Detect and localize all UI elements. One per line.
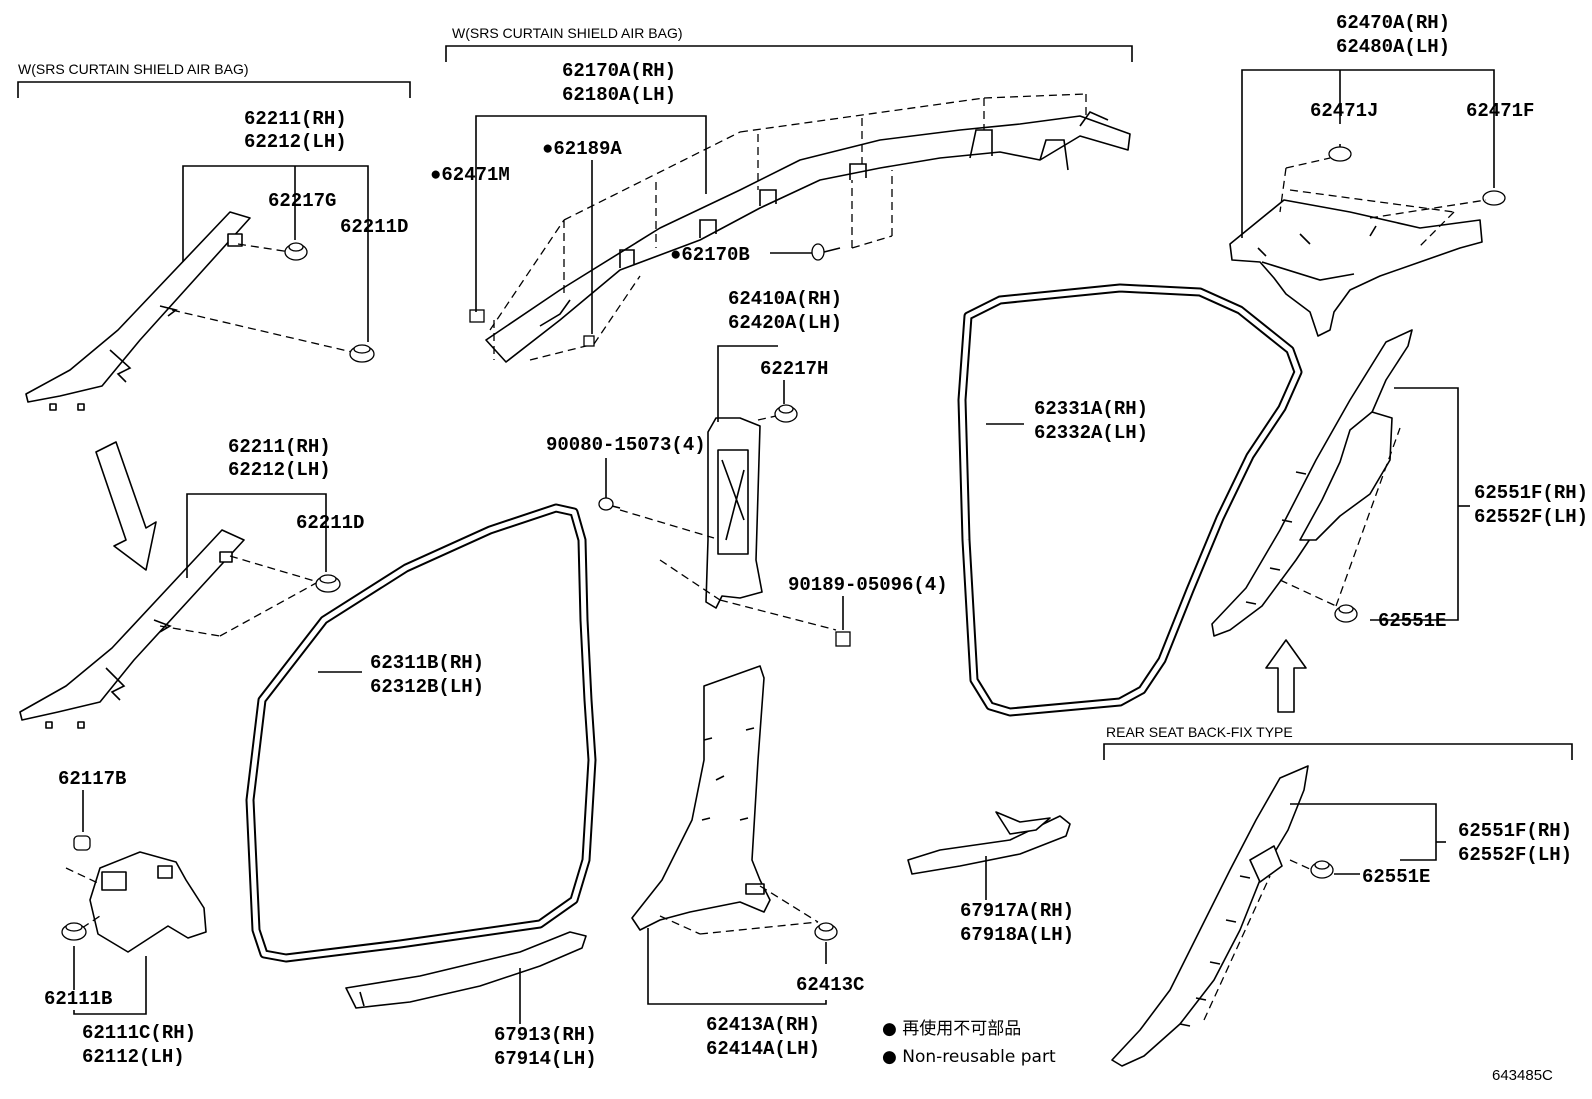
label-62111c-rh: 62111C(RH) bbox=[82, 1022, 196, 1044]
bolt-62170b bbox=[811, 243, 841, 261]
header-center-section: W(SRS CURTAIN SHIELD AIR BAG) bbox=[452, 25, 683, 41]
section-bracket-left: W(SRS CURTAIN SHIELD AIR BAG) bbox=[17, 61, 411, 98]
clip-62471m bbox=[469, 309, 485, 323]
legend: ● 再使用不可部品 ● Non-reusable part bbox=[882, 1018, 1056, 1067]
label-67918a-lh: 67918A(LH) bbox=[960, 924, 1074, 946]
label-62211-rh-b: 62211(RH) bbox=[228, 436, 331, 458]
diagram-code: 643485C bbox=[1492, 1067, 1553, 1084]
label-62552f-lh-b: 62552F(LH) bbox=[1458, 844, 1572, 866]
section-bracket-rear-seat: REAR SEAT BACK-FIX TYPE bbox=[1103, 724, 1573, 760]
clip-62189a bbox=[583, 335, 595, 347]
label-67913-rh: 67913(RH) bbox=[494, 1024, 597, 1046]
legend-non-reusable-en: ● Non-reusable part bbox=[882, 1047, 1056, 1067]
label-62189a: ●62189A bbox=[542, 138, 622, 160]
center-pillar-upper-garnish bbox=[705, 417, 763, 609]
center-pillar-lower-garnish bbox=[631, 665, 771, 931]
label-62180a-lh: 62180A(LH) bbox=[562, 84, 676, 106]
label-62111b: 62111B bbox=[44, 988, 112, 1010]
label-62211d-a: 62211D bbox=[340, 216, 408, 238]
label-62413c: 62413C bbox=[796, 974, 864, 996]
label-90080: 90080-15073(4) bbox=[546, 434, 706, 456]
rear-door-scuff-plate bbox=[907, 811, 1071, 875]
label-62117b: 62117B bbox=[58, 768, 126, 790]
label-62212-lh-a: 62212(LH) bbox=[244, 131, 347, 153]
cowl-side-trim bbox=[89, 851, 207, 953]
label-62112-lh: 62112(LH) bbox=[82, 1046, 185, 1068]
label-62471f: 62471F bbox=[1466, 100, 1534, 122]
label-90189: 90189-05096(4) bbox=[788, 574, 948, 596]
label-62552f-lh-a: 62552F(LH) bbox=[1474, 506, 1588, 528]
screw-90080 bbox=[598, 497, 621, 511]
label-62413a-rh: 62413A(RH) bbox=[706, 1014, 820, 1036]
clip-62117b bbox=[73, 835, 91, 851]
clip-62551e-b bbox=[1310, 860, 1334, 879]
header-left-section: W(SRS CURTAIN SHIELD AIR BAG) bbox=[18, 61, 249, 77]
label-62551f-rh-a: 62551F(RH) bbox=[1474, 482, 1588, 504]
header-rear-seat: REAR SEAT BACK-FIX TYPE bbox=[1106, 724, 1293, 740]
label-62170a-rh: 62170A(RH) bbox=[562, 60, 676, 82]
curtain-shield-airbag bbox=[485, 111, 1131, 363]
clip-62211d-lower bbox=[315, 574, 341, 593]
clip-62211d-upper bbox=[349, 344, 375, 363]
label-62551f-rh-b: 62551F(RH) bbox=[1458, 820, 1572, 842]
rear-pillar-garnish-fix-type bbox=[1111, 765, 1309, 1067]
label-62212-lh-b: 62212(LH) bbox=[228, 459, 331, 481]
label-62217g: 62217G bbox=[268, 190, 336, 212]
arrow-up-icon bbox=[1265, 639, 1307, 713]
clip-62111b bbox=[61, 922, 87, 941]
legend-non-reusable-cn: ● 再使用不可部品 bbox=[882, 1018, 1021, 1039]
label-62211d-b: 62211D bbox=[296, 512, 364, 534]
label-67917a-rh: 67917A(RH) bbox=[960, 900, 1074, 922]
label-62311b-rh: 62311B(RH) bbox=[370, 652, 484, 674]
arrow-down-icon bbox=[95, 441, 157, 571]
front-door-opening-weatherstrip bbox=[245, 503, 597, 963]
label-62170b: ●62170B bbox=[670, 244, 750, 266]
label-62470a-rh: 62470A(RH) bbox=[1336, 12, 1450, 34]
rear-pillar-garnish-upper bbox=[1211, 329, 1413, 637]
clip-62217h bbox=[774, 404, 798, 423]
roof-side-inner-garnish bbox=[1229, 199, 1483, 337]
label-62332a-lh: 62332A(LH) bbox=[1034, 422, 1148, 444]
clip-62217g bbox=[284, 242, 308, 261]
label-62410a-rh: 62410A(RH) bbox=[728, 288, 842, 310]
label-67914-lh: 67914(LH) bbox=[494, 1048, 597, 1070]
clip-62471f bbox=[1482, 190, 1506, 206]
label-62480a-lh: 62480A(LH) bbox=[1336, 36, 1450, 58]
label-62471m: ●62471M bbox=[430, 164, 510, 186]
clip-62471j bbox=[1328, 146, 1352, 162]
label-62414a-lh: 62414A(LH) bbox=[706, 1038, 820, 1060]
label-62312b-lh: 62312B(LH) bbox=[370, 676, 484, 698]
clip-62413c bbox=[814, 922, 838, 941]
section-bracket-center: W(SRS CURTAIN SHIELD AIR BAG) bbox=[445, 25, 1133, 62]
label-62331a-rh: 62331A(RH) bbox=[1034, 398, 1148, 420]
label-62471j: 62471J bbox=[1310, 100, 1378, 122]
clip-90189 bbox=[835, 631, 851, 647]
label-62551e-b: 62551E bbox=[1362, 866, 1430, 888]
label-62420a-lh: 62420A(LH) bbox=[728, 312, 842, 334]
front-pillar-garnish-lower bbox=[19, 529, 245, 729]
label-62217h: 62217H bbox=[760, 358, 828, 380]
front-door-scuff-plate bbox=[345, 931, 587, 1009]
label-62211-rh-a: 62211(RH) bbox=[244, 108, 347, 130]
front-pillar-garnish-upper bbox=[25, 211, 251, 411]
label-62551e-a: 62551E bbox=[1378, 610, 1446, 632]
clip-62551e-a bbox=[1334, 604, 1358, 623]
rear-door-opening-weatherstrip bbox=[957, 283, 1303, 717]
